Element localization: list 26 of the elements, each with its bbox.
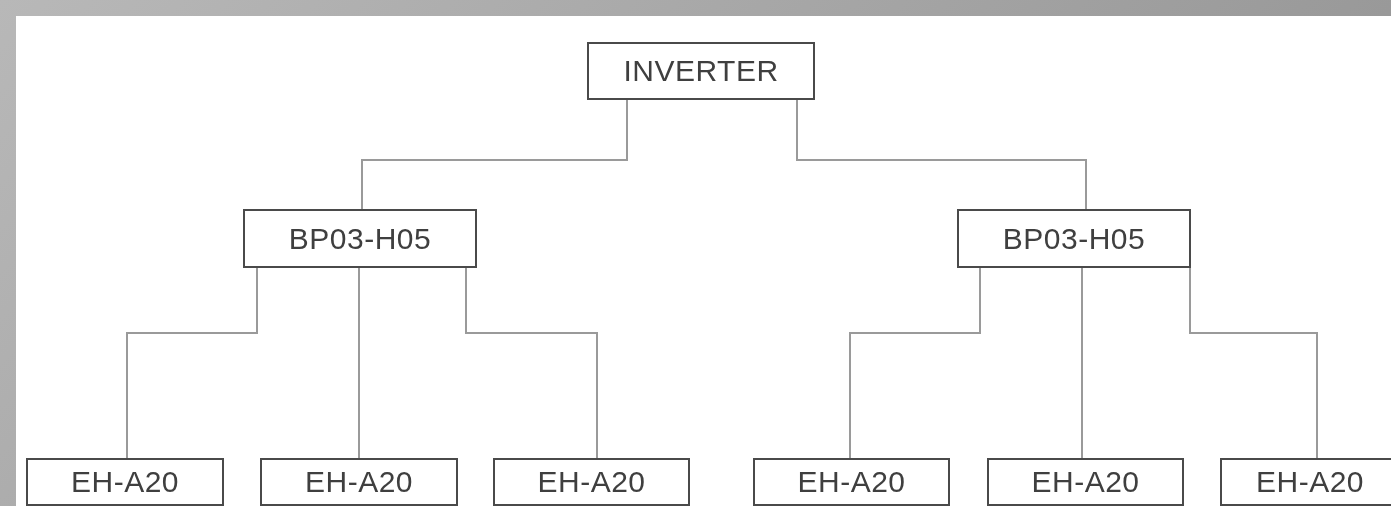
component-label: BP03-H05 (1002, 221, 1146, 256)
component-label: EH-A20 (1255, 465, 1364, 499)
component-label: EH-A20 (1031, 465, 1140, 499)
component-label: EH-A20 (537, 465, 646, 499)
component-label: EH-A20 (70, 465, 179, 499)
component-box (753, 458, 950, 506)
component-label: EH-A20 (304, 465, 413, 499)
component-label: EH-A20 (797, 465, 906, 499)
component-box (260, 458, 458, 506)
connector-line (849, 267, 981, 459)
connector-line (361, 99, 628, 210)
component-label: INVERTER (623, 54, 779, 88)
component-box (587, 42, 815, 100)
connector-line (1189, 267, 1318, 459)
connector-line (358, 267, 360, 459)
connector-line (465, 267, 598, 459)
connector-line (796, 99, 1087, 210)
component-box (243, 209, 477, 268)
connector-line (126, 267, 258, 459)
component-box (1220, 458, 1391, 506)
component-box (957, 209, 1191, 268)
component-label: BP03-H05 (288, 221, 432, 256)
connector-line (1081, 267, 1083, 459)
component-box (26, 458, 224, 506)
component-box (987, 458, 1184, 506)
component-box (493, 458, 690, 506)
